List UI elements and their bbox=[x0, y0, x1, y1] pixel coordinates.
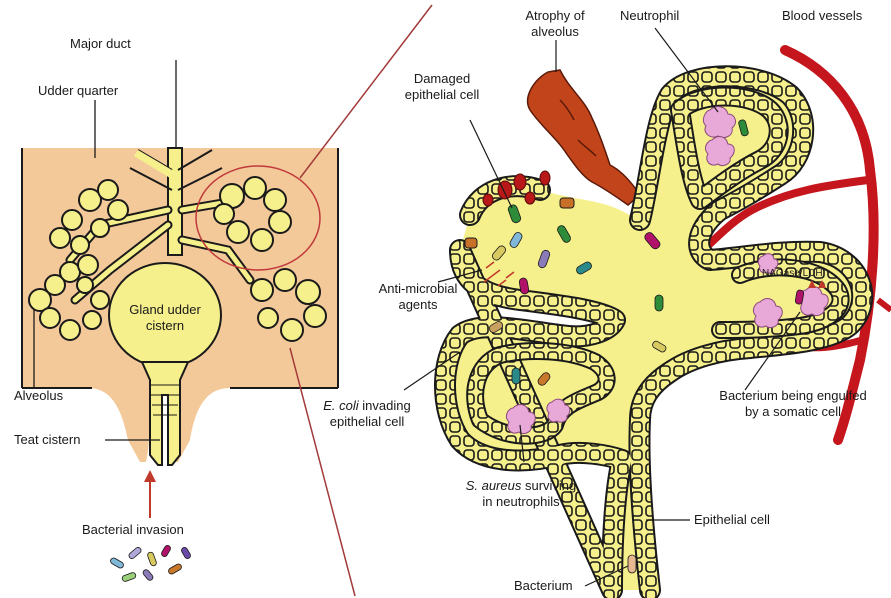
label-bacterium: Bacterium bbox=[514, 578, 573, 594]
label-epithelial-cell: Epithelial cell bbox=[694, 512, 770, 528]
label-bacterial-invasion: Bacterial invasion bbox=[82, 522, 184, 538]
label-blood-vessels: Blood vessels bbox=[782, 8, 862, 24]
label-alveolus: Alveolus bbox=[14, 388, 63, 404]
label-ecoli-invading: E. coli invading epithelial cell bbox=[305, 398, 429, 430]
invading-bacteria bbox=[109, 544, 191, 582]
label-teat-cistern: Teat cistern bbox=[14, 432, 80, 448]
label-nagase-ldh: NAGase/LDH bbox=[762, 268, 823, 280]
label-neutrophil: Neutrophil bbox=[620, 8, 679, 24]
label-major-duct: Major duct bbox=[70, 36, 131, 52]
label-saureus-surviving: S. aureus surviving in neutrophils bbox=[446, 478, 596, 510]
label-udder-quarter: Udder quarter bbox=[38, 83, 118, 99]
